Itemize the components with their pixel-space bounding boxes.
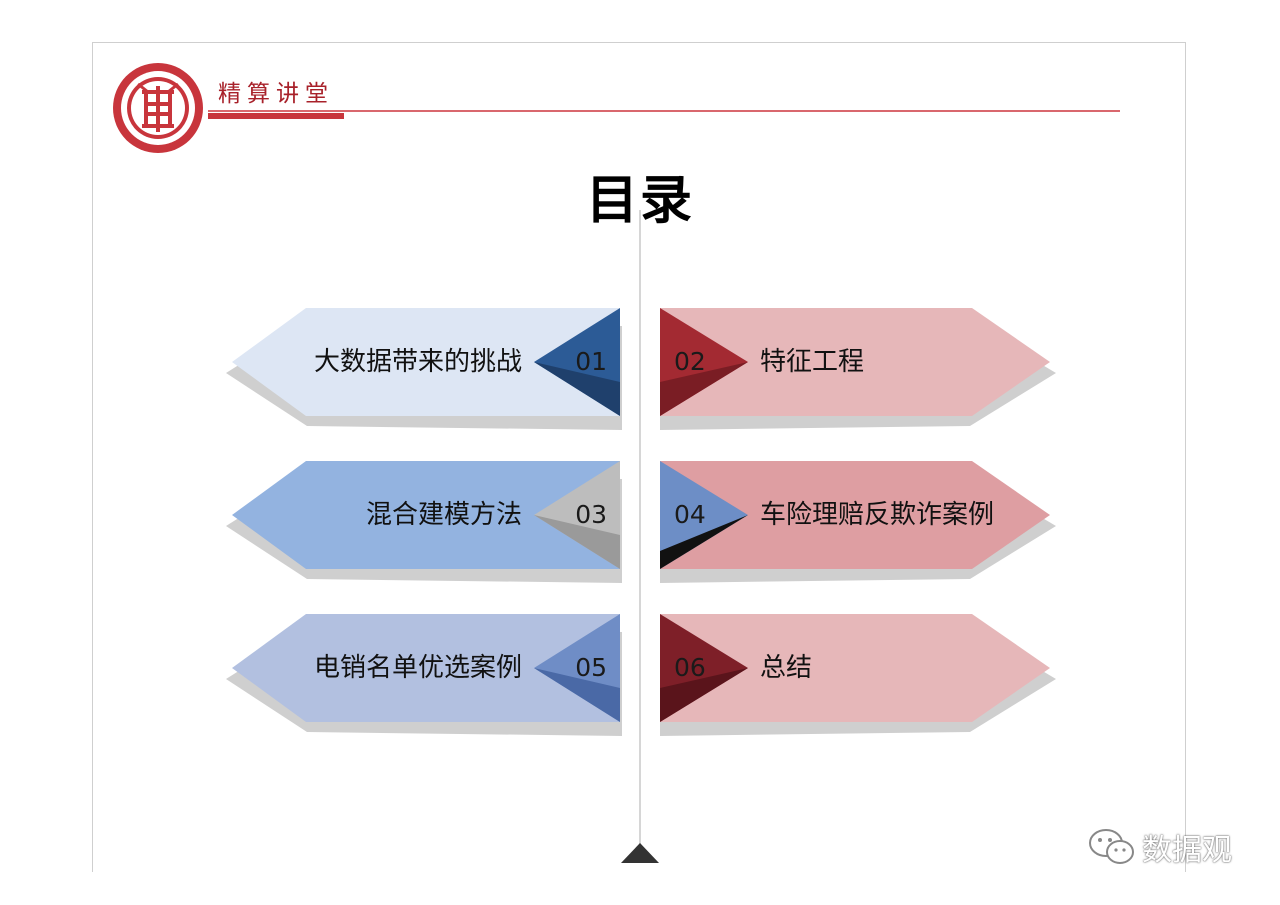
bottom-triangle-marker	[621, 843, 659, 863]
brand-title: 精算讲堂	[218, 81, 334, 107]
toc-item-03-arrow	[226, 461, 622, 583]
toc-item-02[interactable]: 02 特征工程	[660, 306, 1100, 436]
watermark: 数据观	[1088, 826, 1232, 868]
toc-item-05[interactable]: 电销名单优选案例 05	[182, 612, 622, 742]
toc-item-05-arrow	[226, 614, 622, 736]
slide-frame	[92, 42, 1186, 872]
toc-item-06-arrow	[660, 614, 1056, 736]
toc-item-label: 电销名单优选案例	[313, 653, 522, 683]
toc-item-03[interactable]: 混合建模方法 03	[182, 459, 622, 589]
center-divider	[639, 210, 641, 850]
wechat-icon	[1089, 829, 1134, 864]
toc-item-01-arrow	[226, 308, 622, 430]
toc-item-label: 混合建模方法	[365, 500, 522, 530]
toc-item-04-arrow	[660, 461, 1056, 583]
toc-item-01[interactable]: 大数据带来的挑战 01	[182, 306, 622, 436]
toc-item-number: 03	[575, 500, 607, 529]
toc-item-06[interactable]: 06 总结	[660, 612, 1100, 742]
toc-item-label: 大数据带来的挑战	[313, 347, 522, 377]
toc-item-label: 总结	[760, 653, 813, 683]
toc-item-label: 车险理赔反欺诈案例	[760, 500, 995, 530]
toc-item-label: 特征工程	[760, 347, 865, 377]
toc-item-02-arrow	[660, 308, 1056, 430]
toc-item-number: 02	[674, 347, 706, 376]
toc-item-number: 05	[575, 653, 607, 682]
toc-item-number: 06	[674, 653, 706, 682]
toc-item-number: 04	[674, 500, 706, 529]
watermark-text: 数据观	[1142, 833, 1232, 868]
header-divider	[208, 110, 1120, 112]
actuary-association-seal-icon	[113, 63, 203, 153]
page-title: 目录	[585, 171, 694, 231]
toc-item-04[interactable]: 04 车险理赔反欺诈案例	[660, 459, 1100, 589]
toc-item-number: 01	[575, 347, 607, 376]
header-accent-bar	[208, 113, 344, 119]
